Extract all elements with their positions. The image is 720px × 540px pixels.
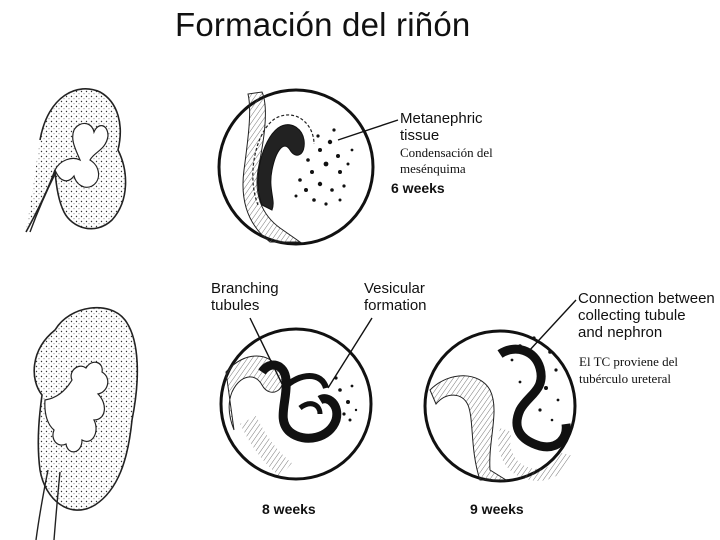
eight-weeks-label: 8 weeks <box>262 501 316 517</box>
collecting-tubule-note-line2: tubérculo ureteral <box>579 371 672 386</box>
eight-weeks-circle <box>219 317 373 481</box>
branching-label-line1: Branching <box>211 280 279 297</box>
connection-label-line3: and nephron <box>578 324 663 341</box>
kidney-early-illustration <box>25 88 127 233</box>
vesicular-label-line1: Vesicular <box>364 280 425 297</box>
vesicular-label-line2: formation <box>364 297 427 314</box>
connection-label-line1: Connection between <box>578 290 715 307</box>
condensation-note-line1: Condensación del <box>400 145 493 160</box>
metanephric-label-line2: tissue <box>400 127 440 144</box>
page-title: Formación del riñón <box>175 6 471 43</box>
condensation-note-line2: mesénquima <box>400 161 466 176</box>
nine-weeks-label: 9 weeks <box>470 501 524 517</box>
connection-label-line2: collecting tubule <box>578 307 686 324</box>
nine-weeks-circle <box>423 299 577 483</box>
six-weeks-label: 6 weeks <box>391 180 445 196</box>
branching-label-line2: tubules <box>211 297 260 314</box>
collecting-tubule-note-line1: El TC proviene del <box>579 354 679 369</box>
six-weeks-circle <box>217 88 399 246</box>
metanephric-label-line1: Metanephric <box>400 110 483 127</box>
kidney-late-illustration <box>33 306 139 540</box>
